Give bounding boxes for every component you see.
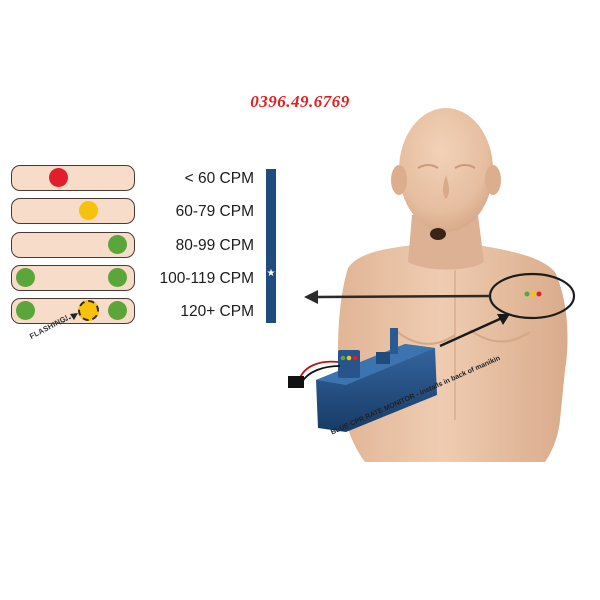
manikin-torso bbox=[338, 245, 568, 462]
rate-monitor-device bbox=[288, 328, 437, 432]
cpm-label: < 60 CPM bbox=[184, 170, 254, 187]
phone-number: 0396.49.6769 bbox=[250, 92, 350, 111]
led-row-4 bbox=[11, 265, 135, 291]
manikin-mouth bbox=[430, 228, 446, 240]
green-led-icon bbox=[16, 301, 35, 320]
green-led-icon bbox=[16, 268, 35, 287]
led-row-2 bbox=[11, 198, 135, 224]
green-led-icon bbox=[108, 235, 127, 254]
manikin-neck bbox=[408, 215, 484, 270]
cpm-label: 100-119 CPM bbox=[159, 270, 254, 287]
led-row-1 bbox=[11, 165, 135, 191]
flashing-yellow-led-icon bbox=[78, 300, 99, 321]
cpm-label: 120+ CPM bbox=[180, 303, 254, 320]
green-led-icon bbox=[108, 301, 127, 320]
star-icon: ★ bbox=[266, 268, 276, 279]
led-row-5 bbox=[11, 298, 135, 324]
cpm-label: 60-79 CPM bbox=[175, 203, 254, 220]
led-row-3 bbox=[11, 232, 135, 258]
red-led-icon bbox=[49, 168, 68, 187]
manikin-head bbox=[399, 108, 493, 232]
yellow-led-icon bbox=[79, 201, 98, 220]
rate-scale-bar bbox=[266, 169, 276, 323]
green-led-icon bbox=[108, 268, 127, 287]
cpm-label: 80-99 CPM bbox=[175, 237, 254, 254]
arrow-icon bbox=[315, 294, 491, 299]
